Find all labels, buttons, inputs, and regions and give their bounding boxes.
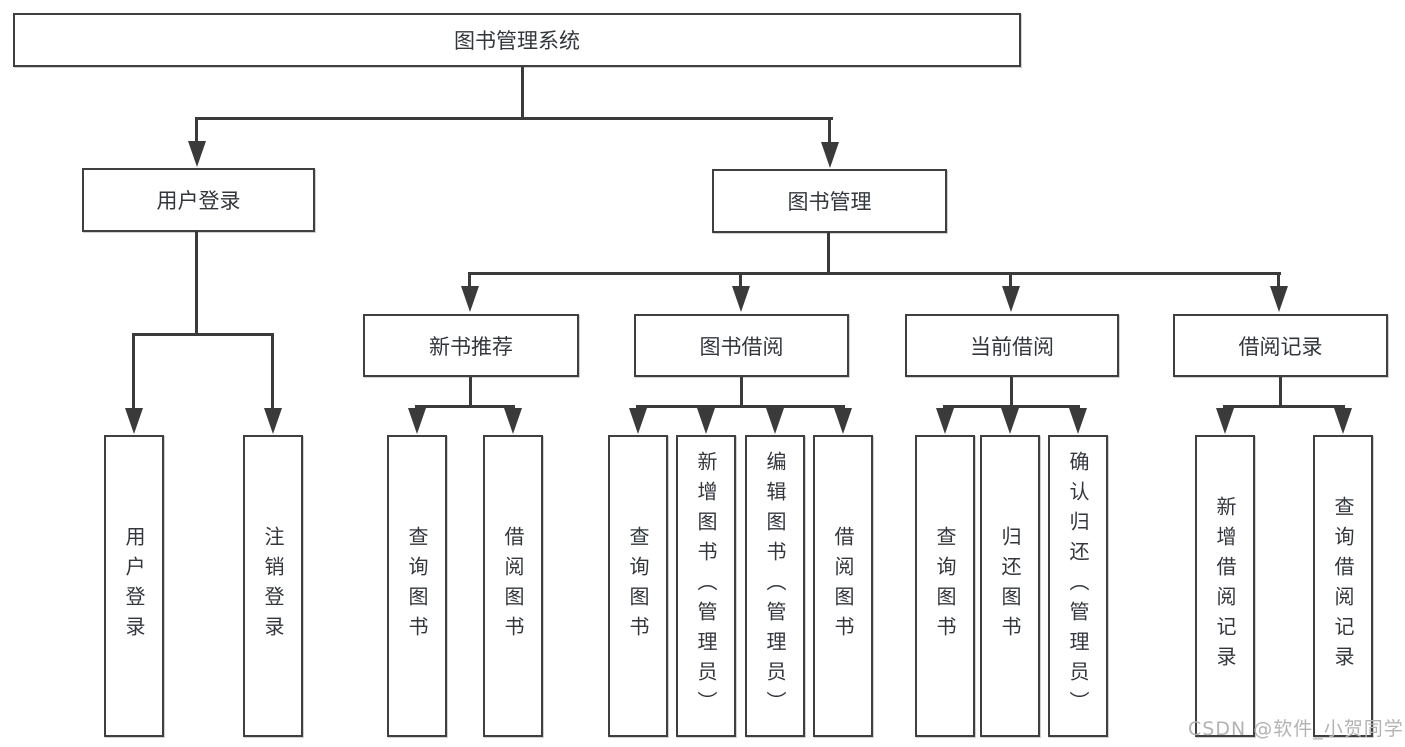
arrowhead-g4-return-books [1001,408,1019,434]
connector-book-management-stem [827,232,830,274]
leaf-edit-books-admin: 编辑图书（管理员） [745,435,805,737]
connector-group3-bar [636,405,845,408]
connector-drop-user-login [195,117,198,144]
node-book-management: 图书管理 [712,169,947,233]
node-current-borrowing: 当前借阅 [905,314,1119,377]
arrowhead-book-management [821,142,839,168]
node-new-book-recommendation: 新书推荐 [363,314,579,377]
node-label: 图书管理 [787,190,872,214]
arrowhead-g5-add-record [1216,408,1234,434]
node-label: 用户登录 [156,189,241,213]
connector-group5-bar [1223,405,1345,408]
leaf-borrow-books-recommend: 借阅图书 [483,435,543,737]
leaf-label: 查询借阅记录 [1331,496,1355,676]
leaf-query-books-recommend: 查询图书 [387,435,447,737]
leaf-borrow-books-borrowing: 借阅图书 [813,435,873,737]
connector-root-stem [521,67,524,120]
leaf-label: 查询图书 [405,526,429,646]
connector-level3-bar [468,272,1281,275]
arrowhead-records [1270,286,1288,312]
leaf-label: 新增借阅记录 [1213,496,1237,676]
node-book-borrowing: 图书借阅 [634,314,849,377]
arrowhead-g4-query-books [936,408,954,434]
arrowhead-g3-borrow-books [834,408,852,434]
connector-drop-records [1277,272,1280,288]
connector-group2-bar [415,405,515,408]
node-label: 当前借阅 [970,334,1054,359]
arrowhead-g3-add-books [697,408,715,434]
node-library-management-system: 图书管理系统 [13,13,1021,67]
connector-new-book-stem [469,377,472,407]
connector-user-login-stem [195,231,198,335]
arrowhead-g2-query-books [408,408,426,434]
leaf-query-books-borrowing: 查询图书 [608,435,668,737]
leaf-query-books-current: 查询图书 [915,435,975,737]
leaf-label: 借阅图书 [831,526,855,646]
node-label: 图书借阅 [699,334,784,359]
leaf-label: 注销登录 [261,526,285,646]
leaf-label: 查询图书 [626,526,650,646]
arrowhead-g4-confirm-return [1069,408,1087,434]
leaf-label: 新增图书（管理员） [694,451,718,721]
leaf-return-books: 归还图书 [980,435,1040,737]
arrowhead-g3-query-books [629,408,647,434]
leaf-logout: 注销登录 [243,435,303,737]
arrowhead-user-login [188,141,206,167]
connector-drop-leaf-logout [271,333,274,410]
arrowhead-g2-borrow-books [504,408,522,434]
connector-drop-book-management [828,117,831,144]
csdn-watermark: CSDN @软件_小贺同学 [1188,718,1404,740]
node-label: 新书推荐 [429,334,513,359]
node-user-login: 用户登录 [82,168,315,232]
leaf-label: 归还图书 [998,526,1022,646]
leaf-label: 用户登录 [122,526,146,646]
leaf-label: 借阅图书 [501,526,525,646]
connector-drop-new-book [468,272,471,288]
arrowhead-current [1002,286,1020,312]
connector-group4-bar [943,405,1080,408]
arrowhead-g3-edit-books [766,408,784,434]
leaf-add-borrow-record: 新增借阅记录 [1195,435,1255,737]
node-label: 借阅记录 [1238,334,1323,359]
leaf-label: 查询图书 [933,526,957,646]
connector-level2-bar [196,117,833,120]
arrowhead-g5-query-record [1334,408,1352,434]
connector-drop-current [1009,272,1012,288]
arrowhead-new-book [461,286,479,312]
connector-drop-leaf-login [132,333,135,410]
leaf-query-borrow-record: 查询借阅记录 [1313,435,1373,737]
leaf-user-login: 用户登录 [104,435,164,737]
connector-drop-borrowing [739,272,742,288]
connector-borrowing-stem [740,377,743,407]
arrowhead-borrowing [732,286,750,312]
leaf-confirm-return-admin: 确认归还（管理员） [1048,435,1108,737]
arrowhead-leaf-logout [264,408,282,434]
leaf-add-books-admin: 新增图书（管理员） [676,435,736,737]
connector-current-stem [1010,377,1013,407]
arrowhead-leaf-login [125,408,143,434]
leaf-label: 编辑图书（管理员） [763,451,787,721]
node-label: 图书管理系统 [454,29,580,53]
connector-records-stem [1279,377,1282,407]
connector-group1-bar [132,333,274,336]
leaf-label: 确认归还（管理员） [1066,451,1090,721]
node-borrowing-records: 借阅记录 [1173,314,1388,377]
